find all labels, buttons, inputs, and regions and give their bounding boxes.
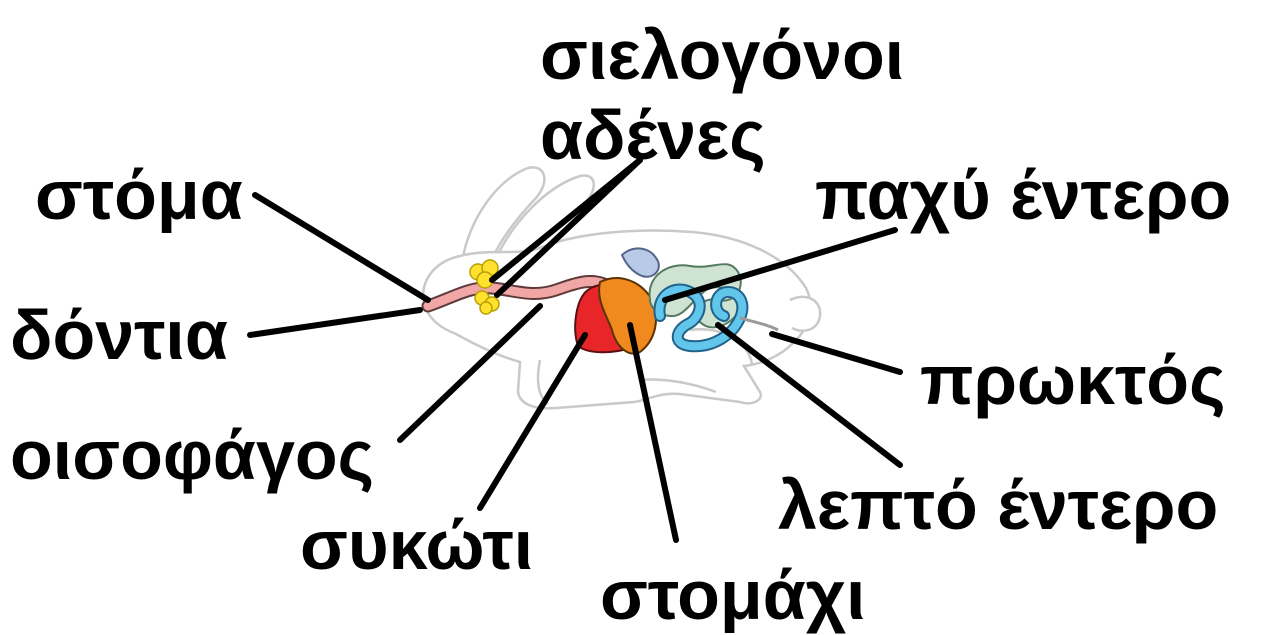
label-large-intestine: παχύ έντερο: [815, 160, 1231, 230]
label-esophagus: οισοφάγος: [10, 420, 374, 490]
rabbit-tail: [790, 297, 820, 331]
label-mouth: στόμα: [35, 160, 243, 230]
label-anus: πρωκτός: [920, 345, 1225, 415]
label-liver: συκώτι: [300, 510, 533, 580]
leader-anus: [772, 334, 900, 372]
label-salivary-glands-line2: αδένες: [540, 100, 766, 170]
label-teeth: δόντια: [10, 300, 228, 370]
label-stomach: στομάχι: [600, 560, 866, 630]
leader-mouth: [255, 195, 428, 300]
label-salivary-glands-line1: σιελογόνοι: [540, 20, 904, 90]
label-small-intestine: λεπτό έντερο: [778, 470, 1218, 540]
leader-teeth: [250, 310, 420, 335]
